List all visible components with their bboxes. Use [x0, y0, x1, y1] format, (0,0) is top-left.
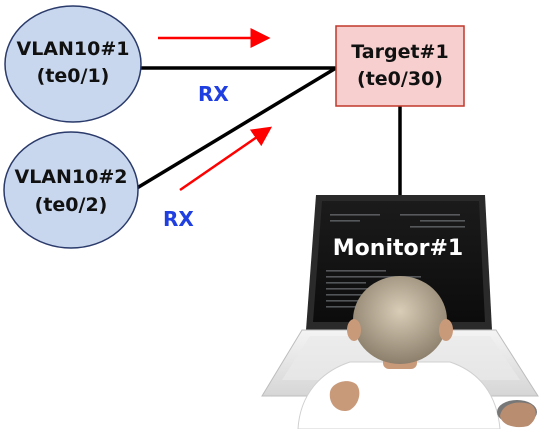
target-node: Target#1 (te0/30): [335, 25, 465, 107]
vlan1-port: (te0/1): [37, 65, 110, 87]
vlan1-name: VLAN10#1: [17, 38, 130, 60]
target-port: (te0/30): [357, 68, 443, 90]
link-vlan2-target: [136, 66, 337, 190]
vlan2-name: VLAN10#2: [15, 166, 128, 188]
laptop-screen: [313, 201, 485, 322]
monitor-illustration: Monitor#1: [261, 195, 539, 429]
person-shoulders: [297, 361, 501, 429]
rx-arrow-2: [179, 126, 273, 192]
rx-label-1: RX: [198, 82, 229, 106]
rx-label-2: RX: [163, 207, 194, 231]
vlan1-node: VLAN10#1 (te0/1): [4, 5, 142, 123]
person-left-hand: [329, 381, 360, 412]
person-head: [353, 276, 447, 364]
vlan2-node: VLAN10#2 (te0/2): [3, 131, 139, 249]
target-name: Target#1: [351, 41, 448, 63]
vlan2-port: (te0/2): [35, 194, 108, 216]
person-right-hand: [500, 402, 536, 428]
monitor-label: Monitor#1: [333, 236, 463, 261]
